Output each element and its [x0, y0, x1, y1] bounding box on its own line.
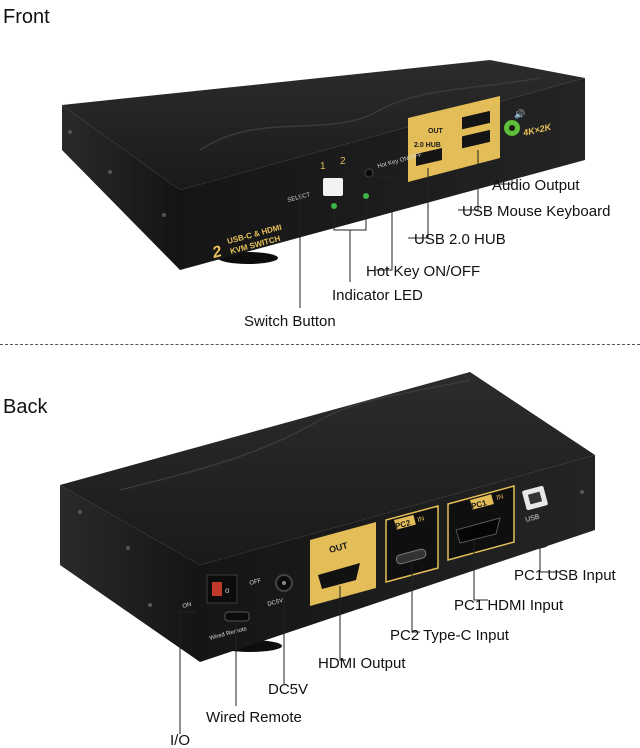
pc1-usb-port-inner [527, 491, 543, 505]
front-leader-lines [299, 136, 513, 308]
usb-hub-leader [408, 168, 429, 239]
usb-hub-callout: USB 2.0 HUB [414, 231, 506, 248]
back-leader-lines [179, 510, 560, 734]
audio-output-callout: Audio Output [492, 177, 580, 194]
pc2-badge [394, 514, 416, 530]
hot-key-callout: Hot Key ON/OFF [366, 263, 480, 280]
dc-power-pin [282, 581, 286, 585]
switch-button[interactable] [323, 178, 343, 196]
hot-key-leader [369, 176, 393, 271]
hdmi-output-port[interactable] [318, 563, 360, 589]
indicator-led-2 [363, 193, 369, 199]
hdmi-out-label: OUT [328, 540, 349, 555]
port-number-2: 2 [340, 156, 346, 167]
front-left-end [62, 105, 180, 270]
section-divider [0, 344, 640, 345]
back-screw [126, 546, 130, 550]
pc2-label: PC2 [394, 518, 412, 531]
usb-hub-port[interactable] [416, 147, 442, 166]
speaker-icon: 🔊 [514, 108, 525, 120]
back-top-curve [119, 379, 471, 491]
pc1-hdmi-port[interactable] [455, 517, 501, 544]
dc-label: DC5V [267, 598, 284, 608]
pc2-typec-port[interactable] [395, 548, 427, 565]
back-device: o ON OFF DC5V Wired Remote OUT PC2 IN PC… [60, 372, 595, 662]
back-screw [148, 603, 152, 607]
hdmi-output-leader [339, 586, 346, 661]
pc1-in-label: IN [496, 493, 505, 502]
indicator-led-callout: Indicator LED [332, 287, 423, 304]
pc2-typec-input-callout: PC2 Type-C Input [390, 627, 510, 644]
pc1-hdmi-input-callout: PC1 HDMI Input [454, 597, 564, 614]
front-top-curve [199, 77, 541, 151]
back-screw [580, 490, 584, 494]
back-screw [78, 510, 82, 514]
pc1-hdmi-leader [473, 540, 488, 601]
audio-jack-hole [509, 125, 515, 131]
front-out-label: OUT [428, 128, 444, 135]
pc2-typec-leader [411, 562, 420, 633]
front-screw [162, 213, 166, 217]
pc1-badge [470, 494, 494, 510]
front-device: OUT 2.0 HUB 🔊 4K×2K 1 2 SELECT Hot Key O… [62, 60, 585, 270]
usb-device-label: USB [525, 513, 541, 524]
pc1-label: PC1 [470, 498, 488, 511]
wired-remote-port[interactable] [224, 611, 250, 622]
usb-keyboard-port[interactable] [462, 129, 490, 149]
on-label: ON [182, 602, 192, 610]
pc2-in-label: IN [417, 515, 426, 524]
power-switch-rocker [212, 582, 222, 596]
usb-mouse-keyboard-leader [458, 150, 479, 211]
front-section-title: Front [3, 6, 50, 28]
io-callout: I/O [170, 732, 190, 748]
hot-key-button[interactable] [364, 168, 374, 178]
select-label: SELECT [287, 192, 311, 204]
pc1-usb-leader [539, 510, 560, 573]
usb-mouse-port[interactable] [462, 110, 490, 130]
audio-output-leader [486, 136, 513, 185]
front-screw [68, 130, 72, 134]
io-leader [179, 611, 196, 734]
indicator-led-1 [331, 203, 337, 209]
off-label: OFF [249, 578, 262, 587]
pc1-usb-input-callout: PC1 USB Input [514, 567, 617, 584]
switch-button-callout: Switch Button [244, 313, 336, 330]
back-left-end [60, 485, 200, 662]
back-section-title: Back [3, 396, 48, 418]
dc5v-callout: DC5V [268, 681, 308, 698]
front-hub-label: 2.0 HUB [414, 142, 441, 149]
power-switch-off-mark: o [225, 586, 230, 595]
wired-remote-callout: Wired Remote [206, 709, 302, 726]
back-top-face [60, 372, 595, 565]
usb-mouse-keyboard-callout: USB Mouse Keyboard [462, 203, 610, 220]
hdmi-output-callout: HDMI Output [318, 655, 406, 672]
brand-ports: 2 [210, 243, 224, 262]
port-number-1: 1 [320, 161, 326, 172]
front-screw [108, 170, 112, 174]
